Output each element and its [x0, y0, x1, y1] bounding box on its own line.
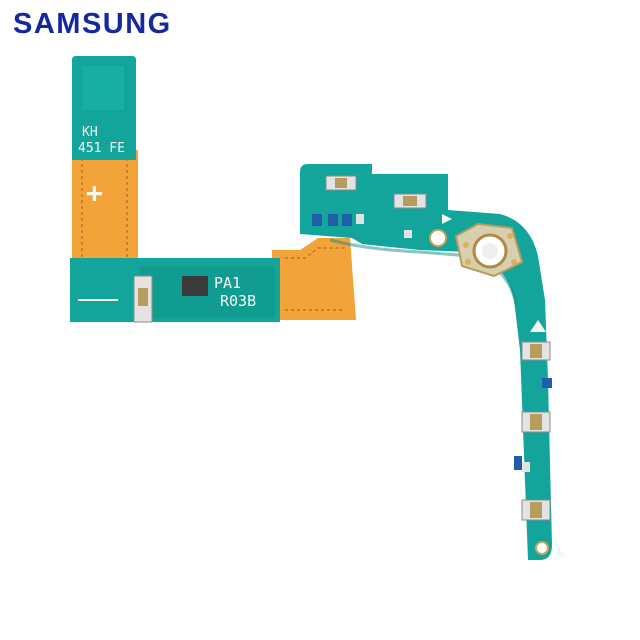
board-lower-section — [70, 258, 280, 322]
components — [133, 175, 552, 521]
flex-cable — [72, 150, 356, 320]
samsung-logo: SAMSUNG — [13, 8, 172, 40]
coax-connector — [454, 222, 524, 278]
silk-451fe: 451 FE — [78, 141, 125, 156]
silk-pa1: PA1 — [214, 274, 241, 292]
board-top-tab — [72, 56, 136, 160]
silk-revision: R03B — [220, 292, 256, 310]
silkscreen-arrows — [442, 214, 566, 558]
silk-plus: + — [86, 176, 103, 209]
silk-kh: KH — [82, 125, 98, 140]
mount-holes — [429, 229, 549, 555]
silkscreen-text: KH 451 FE + PA1 R03B — [78, 125, 256, 310]
